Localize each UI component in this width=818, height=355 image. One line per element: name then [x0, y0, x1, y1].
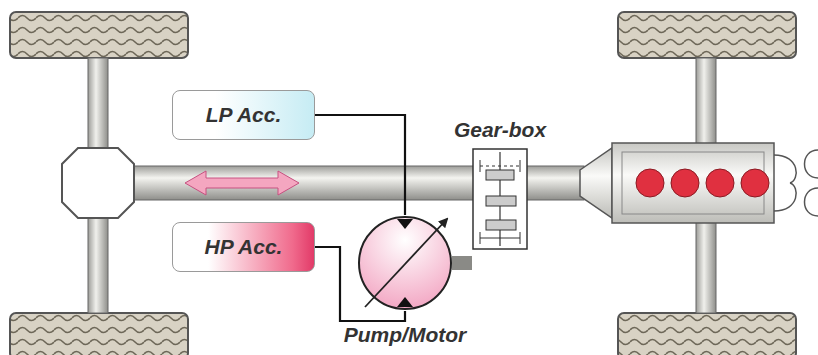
part-label: Pump/Motor	[322, 323, 488, 346]
part-label: HP Acc.	[205, 235, 283, 258]
engine	[580, 143, 818, 223]
accumulator-box: HP Acc.	[172, 222, 315, 272]
pump-motor-symbol	[357, 215, 453, 311]
part-label: LP Acc.	[206, 103, 281, 126]
pump-motor: Pump/Motor	[322, 213, 488, 349]
hydraulic-line	[315, 115, 405, 215]
gearbox-symbol	[472, 148, 528, 250]
part-label: Gear-box	[437, 118, 563, 141]
differential	[62, 148, 134, 218]
wheels	[10, 12, 796, 355]
flow-arrow	[185, 171, 299, 195]
accumulator-box: LP Acc.	[172, 90, 315, 140]
gearbox: Gear-box	[437, 116, 563, 252]
drive-coupling	[452, 256, 472, 270]
